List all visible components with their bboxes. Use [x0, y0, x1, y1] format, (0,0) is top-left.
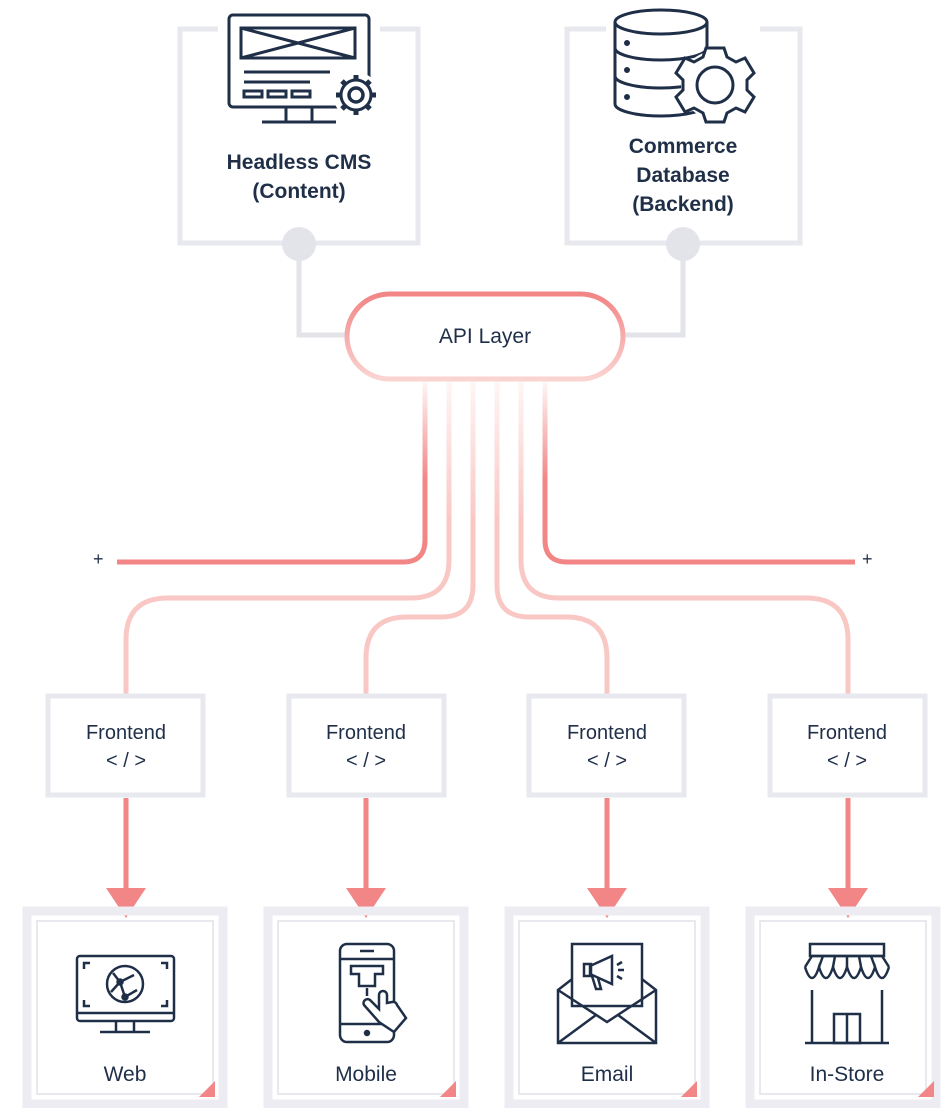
frontend-box-3 [526, 693, 687, 798]
database-label-line-2: Database [636, 164, 730, 187]
frontend-code-2: < / > [345, 750, 387, 772]
channel-label-mobile: Mobile [335, 1063, 397, 1086]
frontend-box-2 [286, 693, 447, 798]
cms-label: Headless CMS (Content) [189, 148, 409, 206]
plus-marker-right: + [862, 549, 873, 569]
frontend-label-3: Frontend < / > [529, 719, 685, 775]
channel-label-email: Email [580, 1063, 634, 1086]
frontend-code-1: < / > [105, 750, 147, 772]
frontend-label-1: Frontend < / > [48, 719, 204, 775]
frontend-label-1-text: Frontend [85, 722, 167, 744]
frontend-label-2: Frontend < / > [288, 719, 444, 775]
channel-label-web: Web [103, 1063, 147, 1086]
database-label: Commerce Database (Backend) [573, 132, 793, 219]
frontend-label-4: Frontend < / > [769, 719, 925, 775]
channel-label-in-store: In-Store [809, 1063, 885, 1086]
database-label-line-3: (Backend) [632, 193, 734, 216]
database-gear-icon [613, 8, 756, 124]
database-label-line-1: Commerce [628, 135, 738, 158]
cms-monitor-gear-icon [227, 13, 379, 124]
db-connector-dot [666, 227, 700, 261]
frontend-code-4: < / > [826, 750, 868, 772]
cms-label-line-1: Headless CMS [226, 151, 372, 174]
mobile-phone-icon [338, 942, 408, 1044]
web-monitor-icon [75, 954, 176, 1034]
frontend-label-4-text: Frontend [806, 722, 888, 744]
cms-to-api-line [296, 250, 348, 338]
frontend-code-3: < / > [586, 750, 628, 772]
arrow-email [587, 798, 627, 918]
frontend-label-2-text: Frontend [325, 722, 407, 744]
channel-box-web [22, 906, 228, 1108]
store-front-icon [803, 942, 891, 1045]
api-layer-label: API Layer [438, 325, 532, 348]
cms-box [177, 26, 421, 246]
api-distribution-lines [117, 380, 855, 695]
channel-box-in-store [745, 906, 941, 1108]
arrow-in-store [828, 798, 868, 918]
frontend-label-3-text: Frontend [566, 722, 648, 744]
frontend-box-4 [767, 693, 928, 798]
arrow-web [106, 798, 146, 918]
db-to-api-line [622, 250, 686, 338]
cms-connector-dot [282, 227, 316, 261]
email-envelope-icon [556, 942, 658, 1045]
frontend-arrows [106, 798, 868, 918]
api-layer-pill [344, 291, 626, 382]
arrow-mobile [346, 798, 386, 918]
plus-marker-left: + [93, 549, 104, 569]
cms-label-line-2: (Content) [252, 180, 346, 203]
frontend-box-1 [45, 693, 206, 798]
